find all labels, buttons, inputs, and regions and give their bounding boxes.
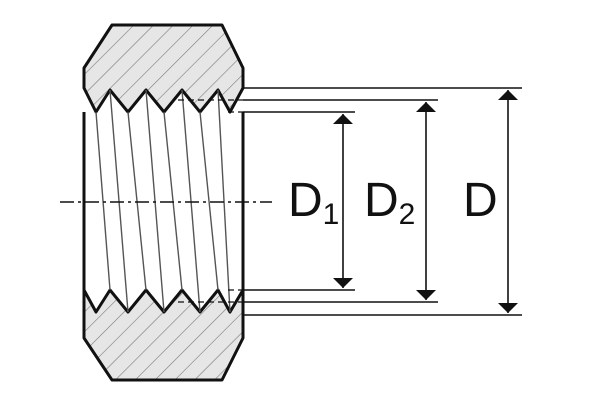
label-d1: D1 xyxy=(288,174,339,231)
nut-bottom-section xyxy=(82,288,245,382)
thread-flank-lines xyxy=(95,89,231,313)
extension-lines xyxy=(243,87,522,316)
thread-guide-lines xyxy=(178,99,243,303)
nut-top-section xyxy=(82,23,245,114)
label-d: D xyxy=(463,174,498,227)
label-d2: D2 xyxy=(364,174,415,231)
